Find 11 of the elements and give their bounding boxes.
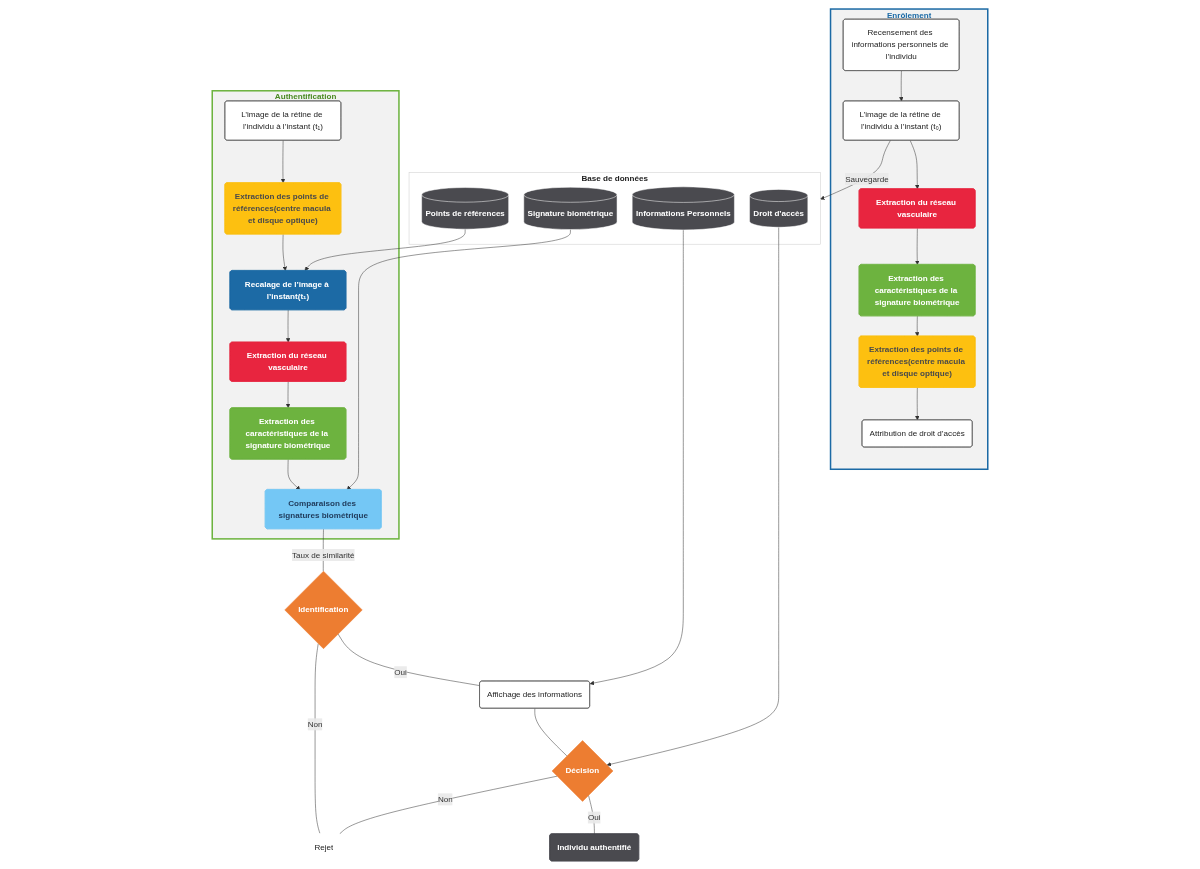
node-text: Rejet bbox=[314, 842, 334, 851]
node-diamond: Identification bbox=[284, 570, 363, 649]
edge-label: Non bbox=[307, 719, 323, 728]
connector bbox=[534, 707, 568, 756]
edge-label: Sauvegarde bbox=[845, 173, 889, 183]
edge-label: Oui bbox=[394, 667, 407, 676]
edge-label: Taux de similarité bbox=[292, 550, 355, 559]
edge-label: Non bbox=[437, 794, 453, 803]
connector bbox=[337, 633, 481, 686]
node-diamond: Décision bbox=[551, 739, 614, 802]
edge-label: Oui bbox=[587, 812, 601, 822]
